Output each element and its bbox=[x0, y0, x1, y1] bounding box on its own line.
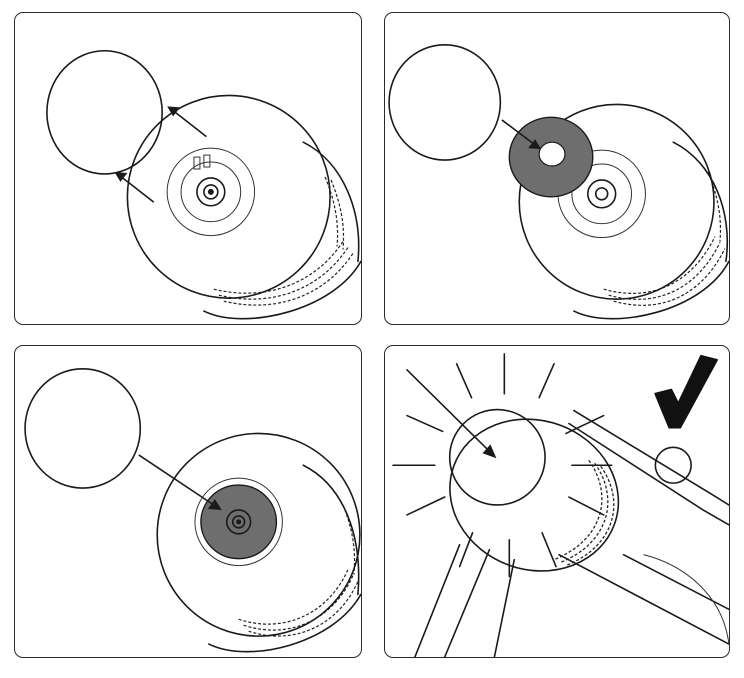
filter-disc bbox=[448, 408, 546, 506]
filter-disc bbox=[46, 49, 163, 175]
gasket-ring bbox=[508, 116, 594, 198]
panel-step-4 bbox=[384, 345, 730, 658]
vent-grille bbox=[553, 459, 615, 567]
removal-arrows bbox=[114, 106, 207, 203]
step-3-illustration bbox=[24, 368, 361, 653]
cylinder-head bbox=[156, 432, 361, 637]
step-2-illustration bbox=[388, 44, 729, 320]
filter-housing bbox=[194, 477, 283, 567]
cylinder-head bbox=[518, 103, 715, 300]
step-1-illustration bbox=[46, 49, 361, 320]
filter-disc bbox=[388, 44, 502, 161]
device-body-outline bbox=[203, 260, 361, 320]
panel-step-3 bbox=[14, 345, 362, 658]
center-hub bbox=[196, 177, 226, 207]
center-hub bbox=[225, 509, 252, 535]
insert-arrow bbox=[138, 454, 222, 510]
removal-arrow bbox=[501, 119, 542, 150]
vent-grille bbox=[238, 504, 359, 637]
vent-grille bbox=[213, 176, 354, 306]
cylinder-head bbox=[126, 94, 331, 299]
step-4-illustration bbox=[392, 353, 729, 657]
center-hub bbox=[587, 179, 617, 209]
highlight-rays bbox=[392, 353, 613, 578]
checkmark-icon bbox=[654, 354, 718, 429]
filter-disc bbox=[24, 368, 142, 489]
panel-step-2 bbox=[384, 12, 730, 325]
panel-step-1 bbox=[14, 12, 362, 325]
insert-arrow bbox=[406, 369, 497, 459]
filter-housing bbox=[166, 147, 256, 237]
device-handle bbox=[414, 409, 729, 657]
